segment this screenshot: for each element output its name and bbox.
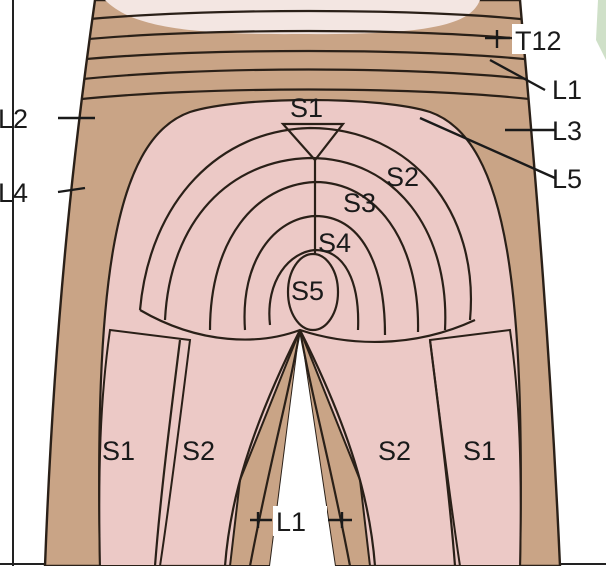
label-t12: T12 <box>515 26 562 56</box>
label-s1-left-thigh: S1 <box>102 436 135 466</box>
label-s4: S4 <box>318 228 351 258</box>
label-s3: S3 <box>343 188 376 218</box>
label-s2-right-thigh: S2 <box>378 436 411 466</box>
label-l5-right: L5 <box>552 164 582 194</box>
label-s1-right-thigh: S1 <box>463 436 496 466</box>
label-l4-left: L4 <box>0 178 28 208</box>
label-l2-left: L2 <box>0 104 28 134</box>
label-s2-left-thigh: S2 <box>182 436 215 466</box>
label-l1-right: L1 <box>552 75 582 105</box>
label-s5: S5 <box>291 276 324 306</box>
label-s1-top: S1 <box>290 93 323 123</box>
label-l1-bottom: L1 <box>276 507 306 537</box>
label-l3-right: L3 <box>552 116 582 146</box>
label-s2-upper: S2 <box>386 162 419 192</box>
